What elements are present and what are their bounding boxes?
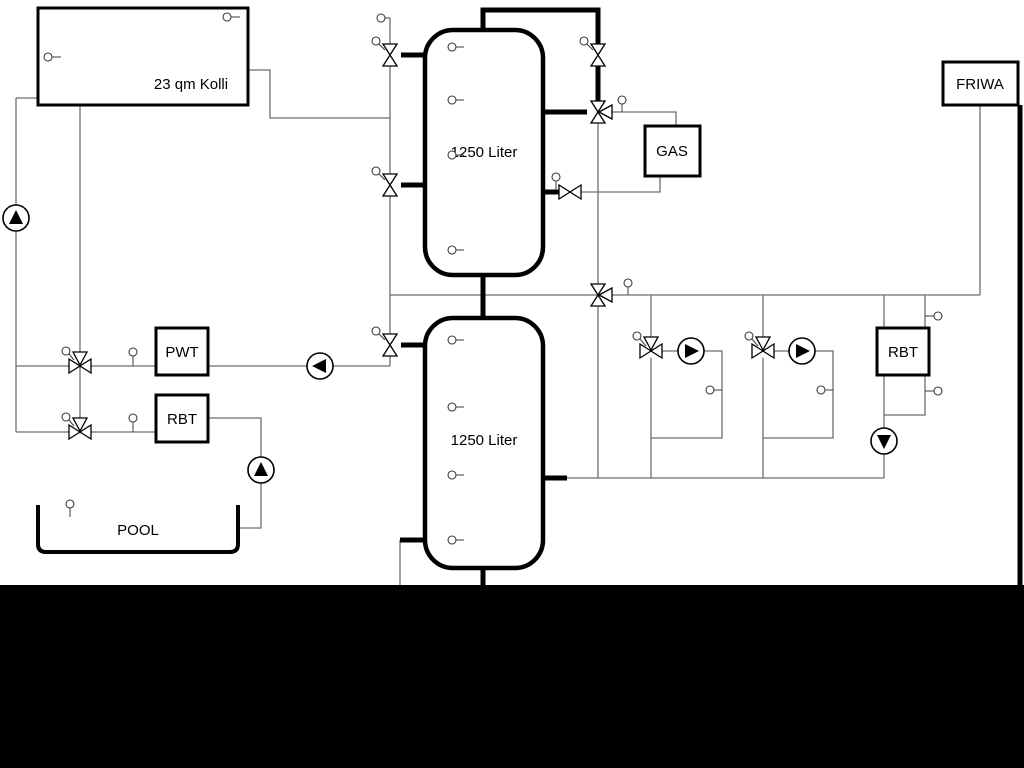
temp-sensor	[65, 499, 75, 517]
valve-solar-rbt	[68, 417, 92, 440]
valve-tank1-mid	[382, 173, 398, 197]
temp-sensor	[623, 278, 633, 295]
rbt-left: RBT	[154, 393, 210, 444]
temp-sensor	[447, 42, 464, 52]
valve-boiler-mix	[590, 100, 613, 124]
friwa-pump	[870, 427, 898, 455]
gas-label: GAS	[656, 143, 688, 160]
friwa-label: FRIWA	[956, 76, 1004, 93]
valve-tank2-charge	[382, 333, 398, 357]
temp-sensor	[43, 52, 61, 62]
temp-sensor	[925, 311, 943, 321]
pipes-thick	[400, 7, 1023, 590]
temp-sensor	[816, 385, 833, 395]
pwt-pump	[306, 352, 334, 380]
heating-pump-1	[677, 337, 705, 365]
gas-boiler: GAS	[643, 124, 702, 178]
temp-sensor	[579, 36, 594, 51]
temp-sensors	[43, 12, 943, 545]
pool-pump	[247, 456, 275, 484]
rbt-left-label: RBT	[167, 411, 197, 428]
temp-sensor	[617, 95, 627, 112]
valve-boiler-top	[590, 43, 606, 67]
temp-sensor	[371, 166, 386, 181]
temp-sensor	[128, 413, 138, 432]
pool-label: POOL	[117, 522, 159, 539]
temp-sensor	[447, 95, 464, 105]
temp-sensor	[925, 386, 943, 396]
solar-pump	[2, 204, 30, 232]
temp-sensor	[371, 326, 386, 341]
heating-pump-2	[788, 337, 816, 365]
temp-sensor	[222, 12, 240, 22]
valve-heating-circuit-2	[751, 336, 775, 359]
temp-sensor	[371, 36, 386, 51]
temp-sensor	[447, 335, 464, 345]
temp-sensor	[447, 535, 464, 545]
temp-sensor	[632, 331, 647, 347]
temp-sensor	[447, 402, 464, 412]
temp-sensor	[447, 150, 464, 160]
buffer-tank-1: 1250 Liter	[422, 27, 546, 278]
temp-sensor	[128, 347, 138, 366]
pwt-heat-exchanger: PWT	[154, 326, 210, 377]
rbt-right: RBT	[875, 326, 931, 377]
temp-sensor	[376, 13, 390, 23]
valve-heating-circuit-1	[639, 336, 663, 359]
temp-sensor	[744, 331, 759, 347]
tank1-label: 1250 Liter	[451, 144, 518, 161]
solar-collector: 23 qm Kolli	[36, 6, 250, 107]
temp-sensor	[447, 245, 464, 255]
rbt-right-label: RBT	[888, 344, 918, 361]
buffer-tank-2: 1250 Liter	[422, 315, 546, 571]
friwa-station: FRIWA	[941, 60, 1020, 107]
tank2-label: 1250 Liter	[451, 432, 518, 449]
pipes-thin	[15, 18, 981, 585]
valve-gas-return	[558, 184, 582, 200]
pool: POOL	[36, 505, 240, 554]
valve-tank1-top	[382, 43, 398, 67]
temp-sensor	[705, 385, 722, 395]
pwt-label: PWT	[165, 344, 198, 361]
bottom-panel	[0, 585, 1024, 768]
temp-sensor	[61, 412, 75, 427]
collector-label: 23 qm Kolli	[154, 76, 228, 93]
temp-sensor	[447, 470, 464, 480]
temp-sensor	[551, 172, 561, 190]
temp-sensor	[61, 346, 75, 361]
